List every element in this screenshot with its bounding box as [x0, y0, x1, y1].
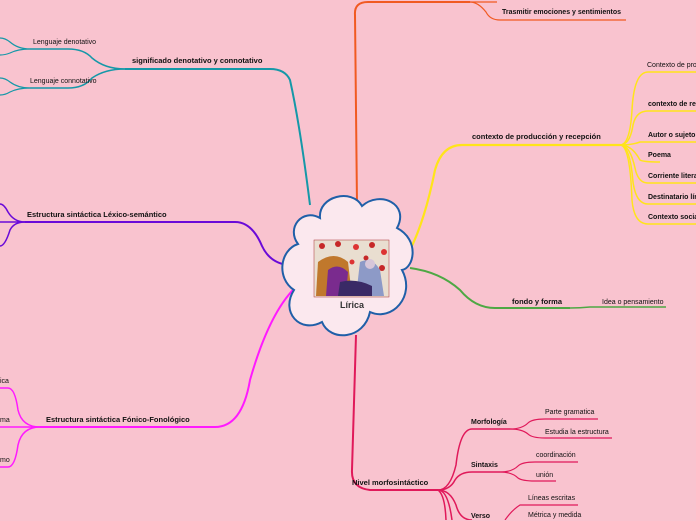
nivel-sintaxis[interactable]: Sintaxis: [471, 461, 498, 470]
fonico-title[interactable]: Estructura sintáctica Fónico-Fonológico: [46, 415, 190, 424]
verso-item-lineas[interactable]: Líneas escritas: [528, 494, 575, 503]
central-label: Lírica: [340, 300, 365, 310]
sintaxis-item-union[interactable]: unión: [536, 471, 553, 480]
branch-top: [355, 2, 626, 205]
contexto-title[interactable]: contexto de producción y recepción: [472, 132, 601, 141]
contexto-item-recepcion[interactable]: contexto de re: [648, 100, 696, 109]
central-painting: [314, 240, 389, 297]
nivel-morfologia[interactable]: Morfología: [471, 418, 507, 427]
contexto-item-poema[interactable]: Poema: [648, 151, 671, 160]
fonico-item-2[interactable]: ma: [0, 416, 10, 425]
contexto-item-produccion[interactable]: Contexto de pro: [647, 61, 696, 70]
fondo-item-idea[interactable]: Idea o pensamiento: [602, 298, 664, 307]
significado-item-connotativo[interactable]: Lenguaje connotativo: [30, 77, 97, 86]
lexico-title[interactable]: Estructura sintáctica Léxico-semántico: [27, 210, 167, 219]
fondo-title[interactable]: fondo y forma: [512, 297, 562, 306]
verso-item-metrica[interactable]: Métrica y medida: [528, 511, 581, 520]
significado-item-denotativo[interactable]: Lenguaje denotativo: [33, 38, 96, 47]
sintaxis-item-coordinacion[interactable]: coordinación: [536, 451, 576, 460]
fonico-item-3[interactable]: mo: [0, 456, 10, 465]
top-item-emociones[interactable]: Trasmitir emociones y sentimientos: [502, 8, 621, 17]
fonico-item-1[interactable]: ica: [0, 377, 9, 386]
contexto-item-autor[interactable]: Autor o sujeto: [648, 131, 695, 140]
nivel-title[interactable]: Nivel morfosintáctico: [352, 478, 428, 487]
contexto-item-social[interactable]: Contexto socia: [648, 213, 696, 222]
branch-contexto: [410, 72, 696, 250]
contexto-item-destinatario[interactable]: Destinatario lír: [648, 193, 696, 202]
branch-fonico: [0, 285, 298, 467]
contexto-item-corriente[interactable]: Corriente litera: [648, 172, 696, 181]
central-node[interactable]: Lírica: [282, 196, 412, 335]
morfologia-item-parte[interactable]: Parte gramatica: [545, 408, 594, 417]
morfologia-item-estructura[interactable]: Estudia la estructura: [545, 428, 609, 437]
significado-title[interactable]: significado denotativo y connotativo: [132, 56, 262, 65]
